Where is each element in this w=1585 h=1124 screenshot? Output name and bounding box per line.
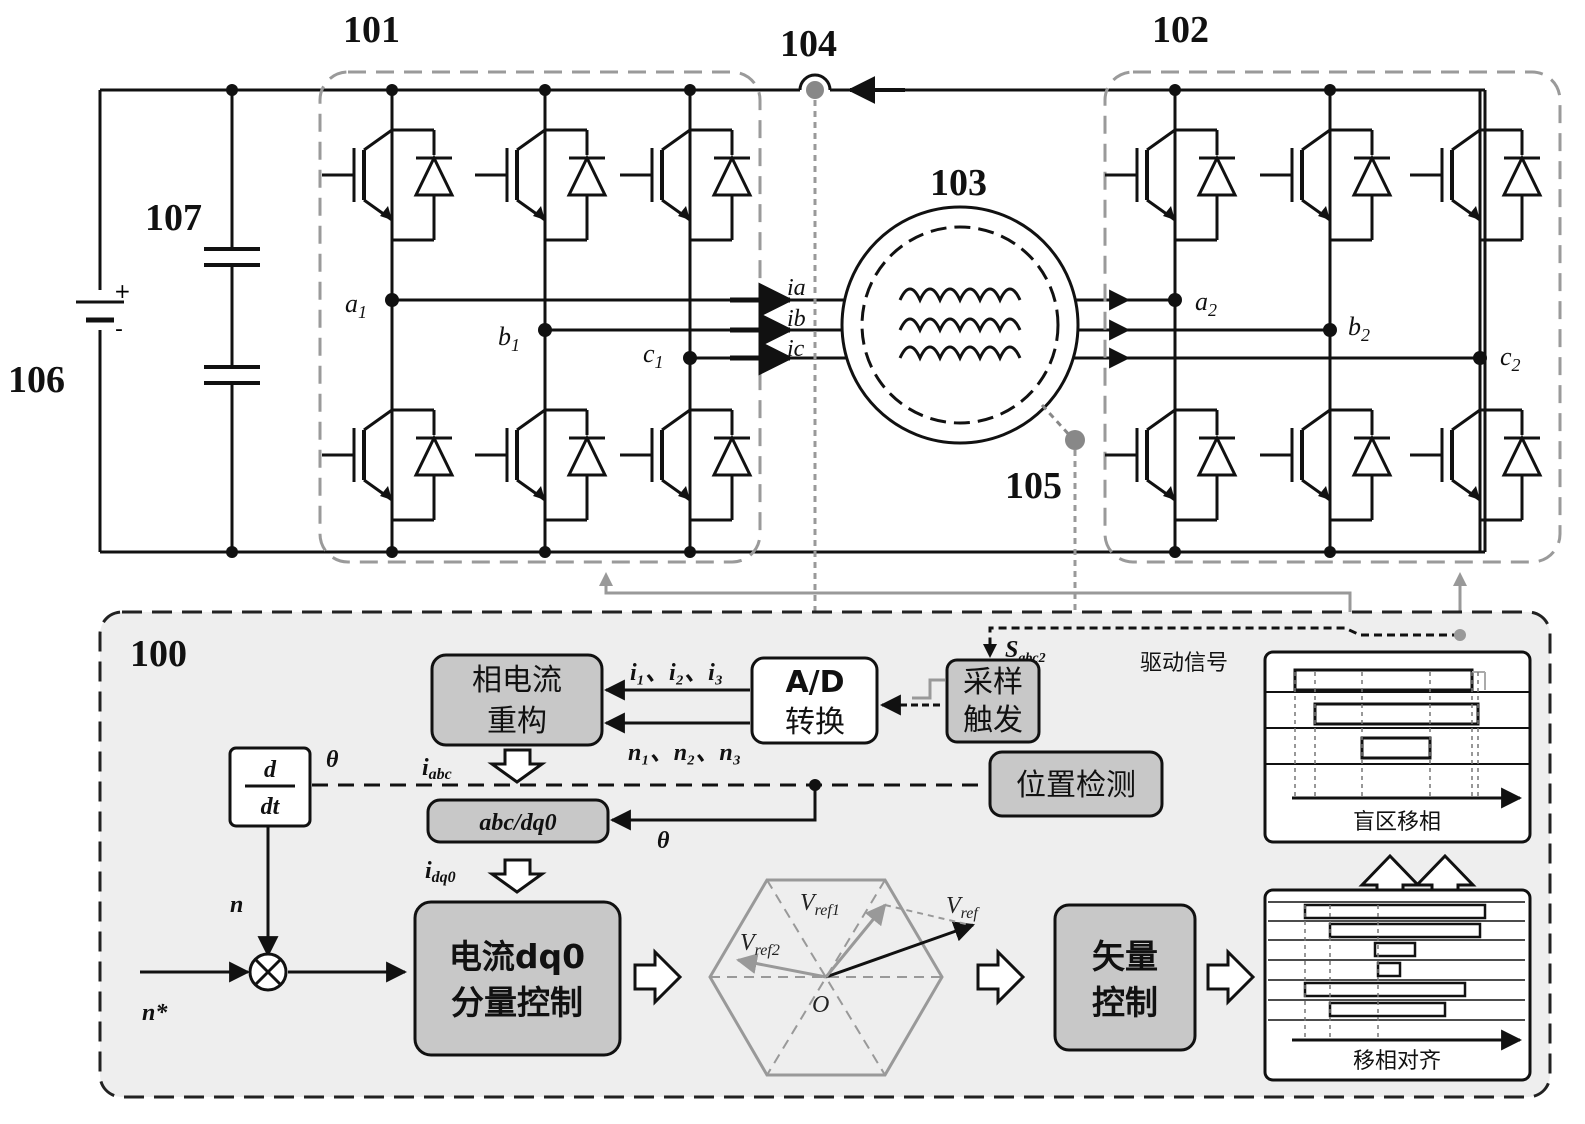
summing-junction-icon <box>248 952 288 992</box>
label-104: 104 <box>780 23 837 65</box>
current-dq0-control-block: 电流dq0 分量控制 <box>413 900 622 1057</box>
current-ib: ib <box>787 306 806 332</box>
sensor-taps <box>804 81 1086 751</box>
svg-text:转换: 转换 <box>785 705 845 740</box>
svg-text:电流dq0: 电流dq0 <box>449 937 585 976</box>
current-ic: ic <box>787 336 805 362</box>
node-c2: c2 <box>1500 342 1521 375</box>
signal-nstar: n* <box>142 1000 168 1026</box>
position-detect-block: 位置检测 <box>988 750 1164 818</box>
vector-control-block: 矢量 控制 <box>1053 903 1197 1052</box>
label-vref2: Vref2 <box>740 930 780 959</box>
controller-100: 100 Sabc2 驱动信号 相电流 重构 A/D 转换 采样 触发 <box>98 610 1552 1099</box>
signal-theta-1: θ <box>326 747 339 773</box>
battery-icon: + - <box>70 279 131 342</box>
inverter-102 <box>1103 70 1562 564</box>
svg-text:采样: 采样 <box>963 665 1023 700</box>
label-105: 105 <box>1005 465 1062 507</box>
node-b2: b2 <box>1348 312 1370 345</box>
signal-n123: n₁、n₂、n₃ <box>628 740 741 766</box>
signal-theta-2: θ <box>657 828 670 854</box>
svg-text:abc/dq0: abc/dq0 <box>479 810 556 836</box>
label-origin: O <box>812 992 829 1018</box>
signal-n: n <box>230 892 243 918</box>
node-c1: c1 <box>643 339 664 372</box>
abc-dq0-transform-block: abc/dq0 <box>426 798 610 844</box>
motor-icon <box>840 205 1080 445</box>
node-a1: a1 <box>345 289 367 322</box>
phase-align-panel: 移相对齐 <box>1263 888 1532 1082</box>
label-101: 101 <box>343 9 400 51</box>
blind-zone-label: 盲区移相 <box>1353 810 1441 835</box>
signal-iabc: iabc <box>422 755 452 783</box>
ad-converter-block: A/D 转换 <box>750 656 879 745</box>
label-vref1: Vref1 <box>800 890 840 919</box>
inverter-101 <box>318 70 762 564</box>
svg-text:控制: 控制 <box>1092 983 1158 1022</box>
svg-text:dt: dt <box>261 794 281 820</box>
phase-align-label: 移相对齐 <box>1353 1049 1441 1074</box>
label-vref: Vref <box>946 893 980 922</box>
capacitor-icon <box>200 84 260 558</box>
space-vector-hexagon: Vref Vref1 Vref2 O <box>708 878 980 1077</box>
svg-text:触发: 触发 <box>963 703 1023 738</box>
node-a2: a2 <box>1195 287 1217 320</box>
svg-text:位置检测: 位置检测 <box>1016 768 1136 803</box>
plus-sign: + <box>114 279 131 303</box>
signal-i123: i₁、i₂、i₃ <box>630 660 723 686</box>
svg-text:重构: 重构 <box>487 704 547 739</box>
current-ia: ia <box>787 275 806 301</box>
label-106: 106 <box>8 359 65 401</box>
label-103: 103 <box>930 162 987 204</box>
svg-text:d: d <box>264 757 277 783</box>
phase-current-rebuild-block: 相电流 重构 <box>430 653 604 747</box>
blind-zone-shift-panel: 盲区移相 <box>1263 650 1532 844</box>
sample-trigger-block: 采样 触发 <box>912 658 1041 744</box>
svg-text:相电流: 相电流 <box>472 663 562 698</box>
signal-idq0: idq0 <box>425 858 456 886</box>
label-100: 100 <box>130 633 187 675</box>
svg-text:分量控制: 分量控制 <box>451 983 583 1022</box>
label-102: 102 <box>1152 9 1209 51</box>
node-b1: b1 <box>498 322 520 355</box>
label-107: 107 <box>145 197 202 239</box>
minus-sign: - <box>115 317 123 342</box>
drive-signal-label: 驱动信号 <box>1140 651 1228 676</box>
svg-text:A/D: A/D <box>785 665 844 700</box>
svg-text:矢量: 矢量 <box>1092 937 1158 976</box>
derivative-block: d dt <box>228 746 312 828</box>
